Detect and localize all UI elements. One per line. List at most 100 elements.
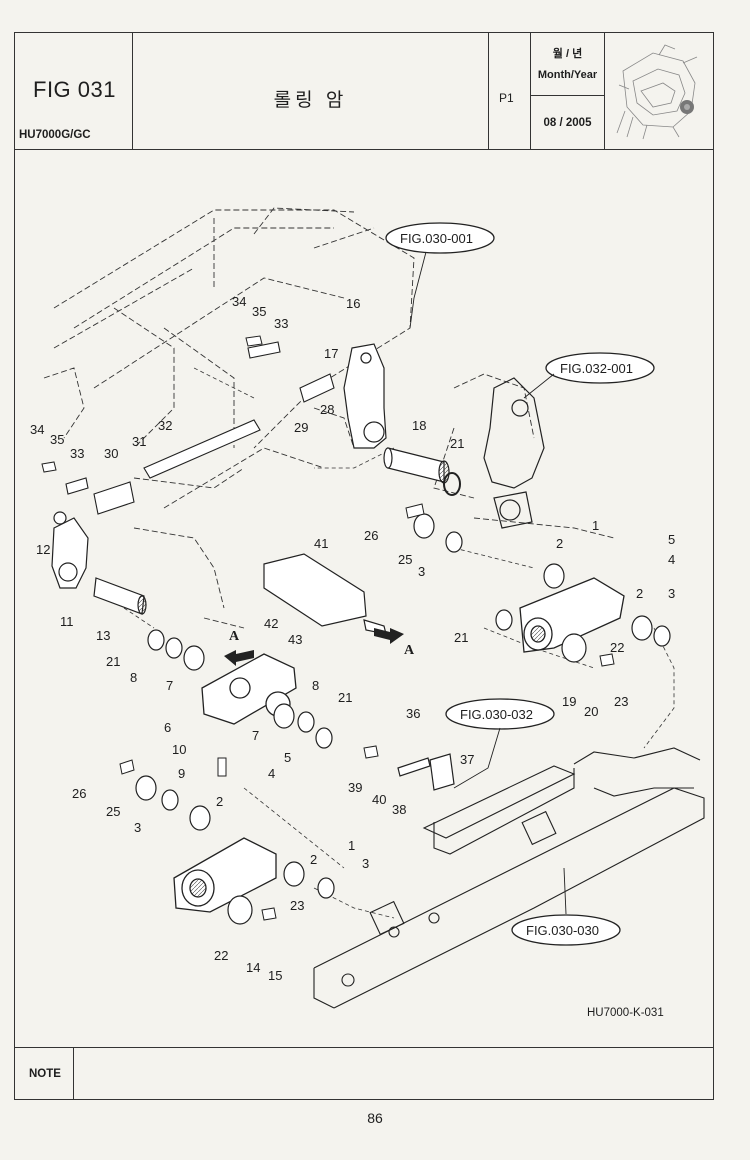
callout-22a: 22 bbox=[610, 640, 624, 655]
callout-37: 37 bbox=[460, 752, 474, 767]
callout-3d: 3 bbox=[362, 856, 369, 871]
callout-35a: 35 bbox=[252, 304, 266, 319]
section-marker-left: A bbox=[229, 629, 240, 644]
callout-15: 15 bbox=[268, 968, 282, 983]
link-41 bbox=[263, 553, 387, 635]
ref-fig-030-032: FIG.030-032 bbox=[460, 707, 533, 722]
bushings-washers bbox=[135, 513, 671, 925]
section-arrows bbox=[224, 628, 404, 666]
callout-1a: 1 bbox=[592, 518, 599, 533]
callout-21a: 21 bbox=[450, 436, 464, 451]
callout-33b: 33 bbox=[70, 446, 84, 461]
bolts bbox=[41, 335, 615, 921]
leader-lines bbox=[123, 367, 675, 919]
catalog-page-frame: FIG 031 HU7000G/GC 롤링 암 P1 월 / 년 Month/Y… bbox=[14, 32, 714, 1100]
model-name: HU7000G/GC bbox=[19, 129, 91, 141]
issue-date: 08 / 2005 bbox=[543, 117, 592, 129]
callout-1b: 1 bbox=[348, 838, 355, 853]
callout-18: 18 bbox=[412, 418, 426, 433]
chassis-frame-outline bbox=[43, 207, 615, 629]
callout-25a: 25 bbox=[398, 552, 412, 567]
callout-26a: 26 bbox=[364, 528, 378, 543]
callout-32: 32 bbox=[158, 418, 172, 433]
callout-6: 6 bbox=[164, 720, 171, 735]
title-cell: 롤링 암 bbox=[133, 33, 489, 149]
callout-25b: 25 bbox=[106, 804, 120, 819]
machine-thumbnail-icon bbox=[616, 44, 698, 140]
callout-23a: 23 bbox=[614, 694, 628, 709]
splined-shaft-18 bbox=[383, 447, 450, 484]
callout-8a: 8 bbox=[130, 670, 137, 685]
callout-26b: 26 bbox=[72, 786, 86, 801]
callout-35b: 35 bbox=[50, 432, 64, 447]
upper-arm-part bbox=[343, 343, 387, 449]
bracket-36 bbox=[397, 753, 455, 791]
callout-4a: 4 bbox=[668, 552, 675, 567]
callout-41: 41 bbox=[314, 536, 328, 551]
callout-numbers: 1 2 3 4 5 6 7 8 9 10 11 12 13 14 15 16 1… bbox=[36, 294, 675, 983]
callout-8b: 8 bbox=[312, 678, 319, 693]
ref-fig-030-030: FIG.030-030 bbox=[526, 923, 599, 938]
callout-40: 40 bbox=[372, 792, 386, 807]
callout-22b: 22 bbox=[214, 948, 228, 963]
thumbnail-cell bbox=[605, 33, 713, 149]
callout-21c: 21 bbox=[454, 630, 468, 645]
callout-31: 31 bbox=[132, 434, 146, 449]
ref-fig-030-001: FIG.030-001 bbox=[400, 231, 473, 246]
clevis-pins bbox=[65, 341, 335, 515]
ring-21 bbox=[443, 472, 461, 496]
rolling-arm-lower bbox=[173, 837, 277, 913]
callout-28: 28 bbox=[320, 402, 334, 417]
note-label-cell: NOTE bbox=[15, 1048, 74, 1100]
callout-13: 13 bbox=[96, 628, 110, 643]
callout-5a: 5 bbox=[668, 532, 675, 547]
callout-17: 17 bbox=[324, 346, 338, 361]
callout-36: 36 bbox=[406, 706, 420, 721]
callout-29: 29 bbox=[294, 420, 308, 435]
callout-numbers-repeat: 1 2 2 2 3 3 3 4 5 7 8 21 21 21 22 23 25 … bbox=[30, 422, 643, 963]
callout-21b: 21 bbox=[106, 654, 120, 669]
left-arm-part bbox=[51, 511, 89, 589]
section-marker-right: A bbox=[404, 643, 415, 658]
reference-ovals bbox=[385, 222, 655, 946]
page-code: P1 bbox=[499, 91, 514, 105]
callout-23b: 23 bbox=[290, 898, 304, 913]
callout-2d: 2 bbox=[636, 586, 643, 601]
callout-10: 10 bbox=[172, 742, 186, 757]
callout-19: 19 bbox=[562, 694, 576, 709]
callout-43: 43 bbox=[288, 632, 302, 647]
callout-38: 38 bbox=[392, 802, 406, 817]
splined-shaft-13 bbox=[93, 577, 147, 615]
date-cell: 월 / 년 Month/Year 08 / 2005 bbox=[531, 33, 605, 149]
drawing-code: HU7000-K-031 bbox=[587, 1007, 664, 1019]
ref-fig-032-001: FIG.032-001 bbox=[560, 361, 633, 376]
callout-7b: 7 bbox=[252, 728, 259, 743]
callout-2a: 2 bbox=[556, 536, 563, 551]
month-year-label: Month/Year bbox=[537, 69, 598, 81]
page-number: 86 bbox=[367, 1110, 383, 1126]
lower-frame-assembly bbox=[313, 747, 705, 1009]
exploded-parts-diagram: A A FIG.030-001 FIG.032-001 FIG.030-032 … bbox=[30, 207, 705, 1009]
callout-12: 12 bbox=[36, 542, 50, 557]
page-cell: P1 bbox=[489, 33, 531, 149]
callout-34b: 34 bbox=[30, 422, 44, 437]
reference-leaders bbox=[409, 251, 567, 915]
callout-20: 20 bbox=[584, 704, 598, 719]
header-block: FIG 031 HU7000G/GC 롤링 암 P1 월 / 년 Month/Y… bbox=[15, 33, 713, 150]
rod-32 bbox=[143, 419, 261, 479]
callout-21d: 21 bbox=[338, 690, 352, 705]
callout-3a: 3 bbox=[668, 586, 675, 601]
callout-9: 9 bbox=[178, 766, 185, 781]
bracket-assembly bbox=[483, 377, 545, 529]
callout-3c: 3 bbox=[134, 820, 141, 835]
callout-3b: 3 bbox=[418, 564, 425, 579]
callout-4b: 4 bbox=[268, 766, 275, 781]
note-label: NOTE bbox=[29, 1068, 61, 1080]
callout-34a: 34 bbox=[232, 294, 246, 309]
note-row: NOTE bbox=[15, 1047, 713, 1100]
callout-5b: 5 bbox=[284, 750, 291, 765]
callout-39: 39 bbox=[348, 780, 362, 795]
callout-30: 30 bbox=[104, 446, 118, 461]
callout-2c: 2 bbox=[310, 852, 317, 867]
rolling-arm-right bbox=[519, 577, 625, 653]
